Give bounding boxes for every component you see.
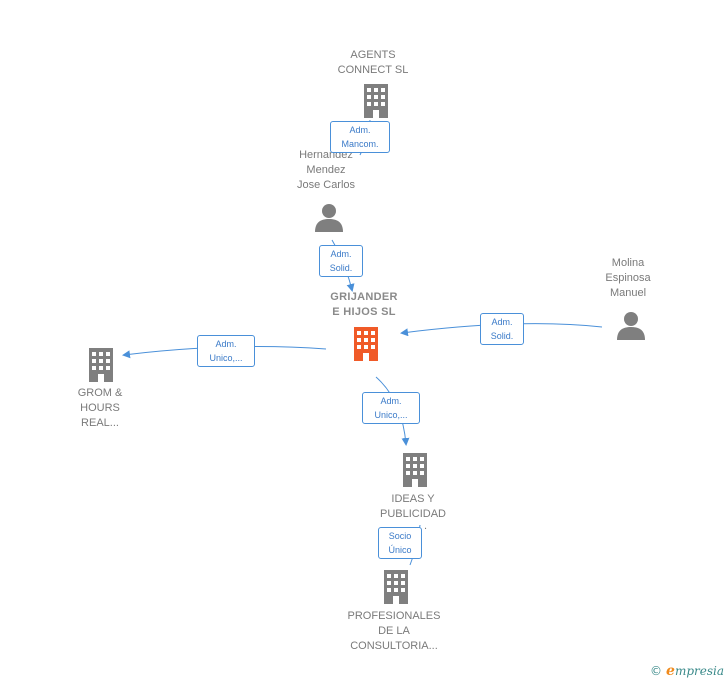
edge-label-grijander-ideas[interactable]: Adm. Unico,... <box>362 392 420 424</box>
edge-label-line: Unico,... <box>209 353 243 363</box>
edge-label-line: Adm. <box>380 396 402 406</box>
node-label-line: Jose Carlos <box>296 179 356 191</box>
grom-building-icon[interactable] <box>86 348 116 382</box>
molina-label[interactable]: Molina Espinosa Manuel <box>588 256 668 301</box>
edge-label-grijander-grom[interactable]: Adm. Unico,... <box>197 335 255 367</box>
agents-connect-building-icon[interactable] <box>361 84 391 118</box>
node-label-line: CONSULTORIA... <box>350 640 438 652</box>
edge-label-line: Solid. <box>490 331 514 341</box>
edge-label-molina-grijander[interactable]: Adm. Solid. <box>480 313 524 345</box>
node-label-line: Espinosa <box>605 272 651 284</box>
hernandez-person-icon[interactable] <box>314 202 344 232</box>
edge-label-hernandez-grijander[interactable]: Adm. Solid. <box>319 245 363 277</box>
node-label-line: CONNECT SL <box>337 64 409 76</box>
edge-label-line: Unico,... <box>374 410 408 420</box>
node-label-line: AGENTS <box>350 49 396 61</box>
ideas-label[interactable]: IDEAS Y PUBLICIDAD . <box>363 492 463 532</box>
node-label-line: Molina <box>611 257 645 269</box>
edge-label-line: Socio <box>388 531 412 541</box>
node-label-line: Manuel <box>609 287 647 299</box>
edge-label-line: Adm. <box>330 249 352 259</box>
node-label-line: PROFESIONALES <box>347 610 441 622</box>
edge-label-agents-hernandez[interactable]: Adm. Mancom. <box>330 121 390 153</box>
node-label-line: GRIJANDER <box>330 291 398 303</box>
node-label-line: GROM & <box>77 387 123 399</box>
profesionales-label[interactable]: PROFESIONALES DE LA CONSULTORIA... <box>334 609 454 654</box>
edge-label-line: Adm. <box>491 317 513 327</box>
brand-e: e <box>666 663 675 679</box>
grijander-label[interactable]: GRIJANDER E HIJOS SL <box>314 290 414 320</box>
empresia-logo[interactable]: ©empresia <box>650 663 724 679</box>
node-label-line: HOURS <box>80 402 120 414</box>
edge-label-line: Único <box>388 545 412 555</box>
copyright-symbol: © <box>650 664 663 678</box>
hernandez-label[interactable]: Hernandez Mendez Jose Carlos <box>276 148 376 193</box>
edge-label-ideas-profesionales[interactable]: Socio Único <box>378 527 422 559</box>
node-label-line: PUBLICIDAD <box>379 508 447 520</box>
grijander-building-icon[interactable] <box>350 327 382 361</box>
node-label-line: . <box>423 520 427 532</box>
node-label-line: IDEAS Y <box>391 493 435 505</box>
node-label-line: E HIJOS SL <box>332 306 396 318</box>
edge-label-line: Solid. <box>329 263 353 273</box>
edge-label-line: Adm. <box>349 125 371 135</box>
ideas-building-icon[interactable] <box>400 453 430 487</box>
node-label-line: DE LA <box>378 625 410 637</box>
node-label-line: REAL... <box>81 417 119 429</box>
molina-person-icon[interactable] <box>616 310 646 340</box>
node-label-line: Mendez <box>306 164 346 176</box>
brand-name: mpresia <box>674 664 724 678</box>
edge-label-line: Mancom. <box>341 139 379 149</box>
agents-connect-label[interactable]: AGENTS CONNECT SL <box>323 48 423 78</box>
grom-label[interactable]: GROM & HOURS REAL... <box>60 386 140 431</box>
profesionales-building-icon[interactable] <box>381 570 411 604</box>
edge-label-line: Adm. <box>215 339 237 349</box>
